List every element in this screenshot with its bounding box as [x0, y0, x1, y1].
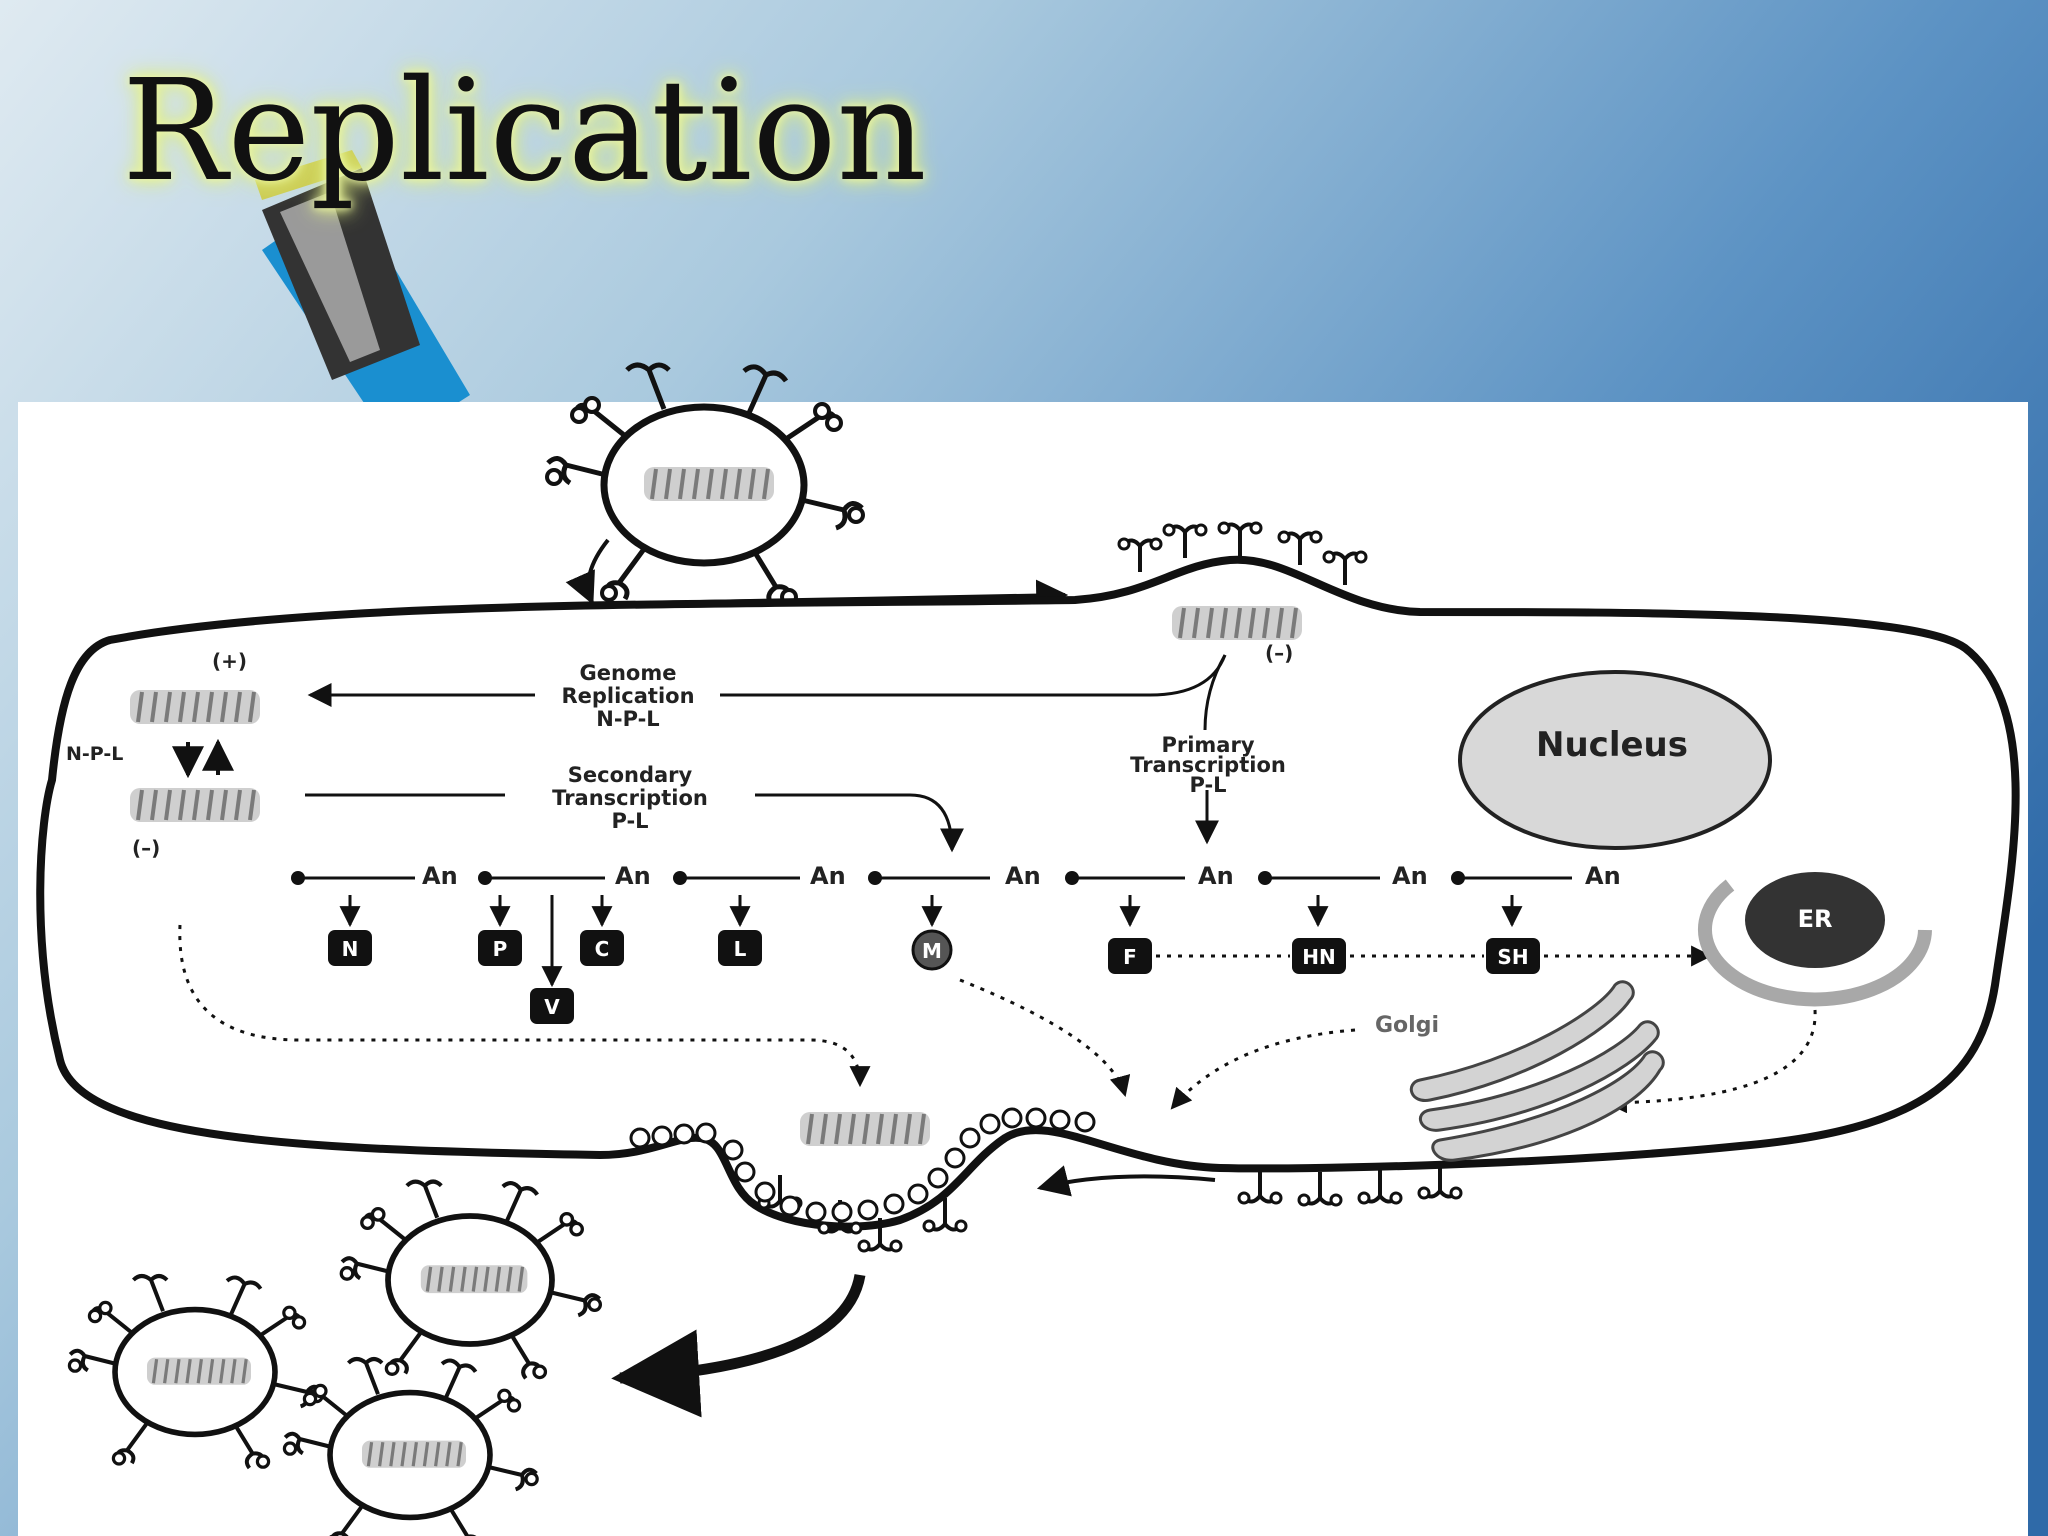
svg-text:P: P: [493, 937, 508, 961]
plus-strand-icon: [128, 688, 262, 726]
polya-label-5: An: [1198, 862, 1234, 890]
svg-text:F: F: [1123, 945, 1137, 969]
primary-transcription-line3: P-L: [1189, 773, 1226, 797]
nucleus-shape: [1458, 670, 1772, 850]
minus-strand-left-label: (–): [132, 836, 160, 860]
pen-icon: [255, 150, 470, 445]
plus-strand-label: (+): [212, 649, 247, 673]
polya-label-4: An: [1005, 862, 1041, 890]
minus-strand-icon: [128, 786, 262, 824]
entry-nucleocapsid-icon: [1170, 604, 1304, 642]
er-organelle: ER: [1698, 872, 1932, 1007]
primary-transcription-line1: Primary: [1161, 733, 1254, 757]
secondary-transcription-line1: Secondary: [568, 763, 693, 787]
svg-text:M: M: [922, 939, 942, 963]
svg-text:N: N: [342, 937, 359, 961]
released-virion-icon: [69, 1276, 322, 1468]
protein-hn: HN: [1292, 938, 1346, 974]
polya-label-2: An: [615, 862, 651, 890]
protein-p: P: [478, 930, 522, 966]
genome-replication-line2: Replication: [561, 684, 694, 708]
polya-label-7: An: [1585, 862, 1621, 890]
primary-transcription-line2: Transcription: [1130, 753, 1286, 777]
polya-label-1: An: [422, 862, 458, 890]
svg-text:V: V: [544, 995, 560, 1019]
matrix-layer: [629, 1107, 1096, 1223]
incoming-virion-icon: [547, 365, 863, 605]
mrna-row: An An An An An An An: [291, 862, 1621, 890]
protein-c: C: [580, 930, 624, 966]
polya-label-3: An: [810, 862, 846, 890]
secondary-transcription-line3: P-L: [611, 809, 648, 833]
protein-n: N: [328, 930, 372, 966]
protein-sh: SH: [1486, 938, 1540, 974]
svg-text:C: C: [595, 937, 610, 961]
protein-l: L: [718, 930, 762, 966]
minus-strand-entry-label: (–): [1265, 641, 1293, 665]
entry-arrow: [565, 538, 610, 605]
golgi-label: Golgi: [1375, 1013, 1439, 1038]
golgi-organelle: [1409, 980, 1665, 1162]
secondary-transcription-line2: Transcription: [552, 786, 708, 810]
svg-text:L: L: [734, 937, 747, 961]
protein-f: F: [1108, 938, 1152, 974]
npl-side-label: N-P-L: [66, 743, 123, 765]
released-virion-icon: [284, 1359, 537, 1536]
protein-m: M: [911, 929, 953, 971]
budding-nucleocapsid-icon: [798, 1110, 932, 1148]
protein-v: V: [530, 988, 574, 1024]
nucleus-label: Nucleus: [1536, 725, 1688, 765]
polya-label-6: An: [1392, 862, 1428, 890]
svg-text:SH: SH: [1497, 945, 1528, 969]
genome-replication-line1: Genome: [580, 661, 677, 685]
er-label: ER: [1798, 905, 1833, 933]
slide-title: Replication: [122, 50, 927, 213]
svg-text:HN: HN: [1302, 945, 1335, 969]
released-virion-icon: [341, 1182, 600, 1379]
genome-replication-line3: N-P-L: [596, 707, 659, 731]
